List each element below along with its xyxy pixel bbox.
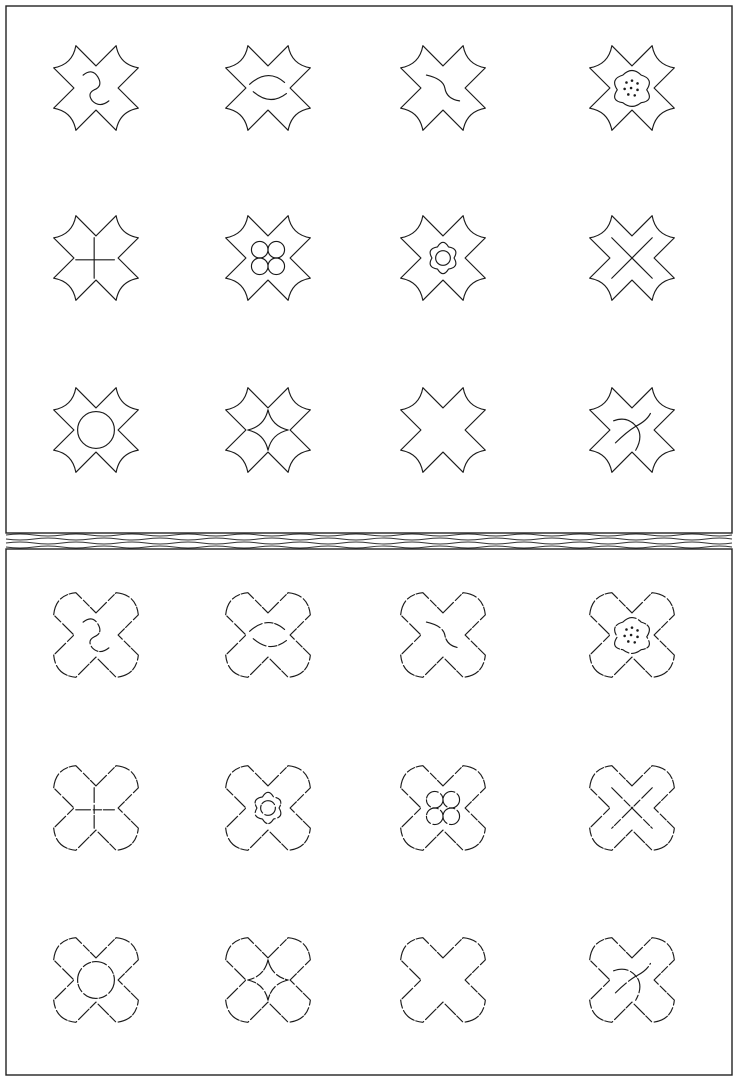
lower-panel-frame <box>6 549 732 1075</box>
lower-panel-motif-flower <box>226 766 311 851</box>
lower-panel-motif-star <box>226 938 311 1023</box>
lower-panel-motif-curve-arc <box>226 593 311 678</box>
upper-panel-motif-four-circles <box>226 216 311 301</box>
upper-panel-motif-cross-lines <box>54 216 139 301</box>
upper-panel-motif-star <box>226 388 311 473</box>
upper-panel-motif-flower <box>401 216 486 301</box>
upper-panel-motif-plain <box>401 388 486 473</box>
upper-panel-motif-dotted-flower <box>590 46 675 131</box>
upper-panel-motif-curve-arc <box>226 46 311 131</box>
lower-panel-motif-four-circles <box>401 766 486 851</box>
lower-panel-motif-pinwheel <box>590 938 675 1023</box>
upper-panel-frame <box>6 6 732 533</box>
lower-panel-motif-x-bars <box>590 766 675 851</box>
upper-panel-motif-s-curve <box>401 46 486 131</box>
upper-panel-motif-circle <box>54 388 139 473</box>
upper-panel-motif-x-bars <box>590 216 675 301</box>
lower-panel-motif-plain <box>401 938 486 1023</box>
upper-panel-motif-puzzle-tab <box>54 46 139 131</box>
upper-panel-motif-pinwheel <box>590 388 675 473</box>
lower-panel-motif-dotted-flower <box>590 593 675 678</box>
lower-panel-motif-s-curve <box>401 593 486 678</box>
lower-panel-motif-cross-lines <box>54 766 139 851</box>
lower-panel-motif-puzzle-tab <box>54 593 139 678</box>
panel-separator <box>6 534 732 548</box>
lower-panel-motif-circle <box>54 938 139 1023</box>
